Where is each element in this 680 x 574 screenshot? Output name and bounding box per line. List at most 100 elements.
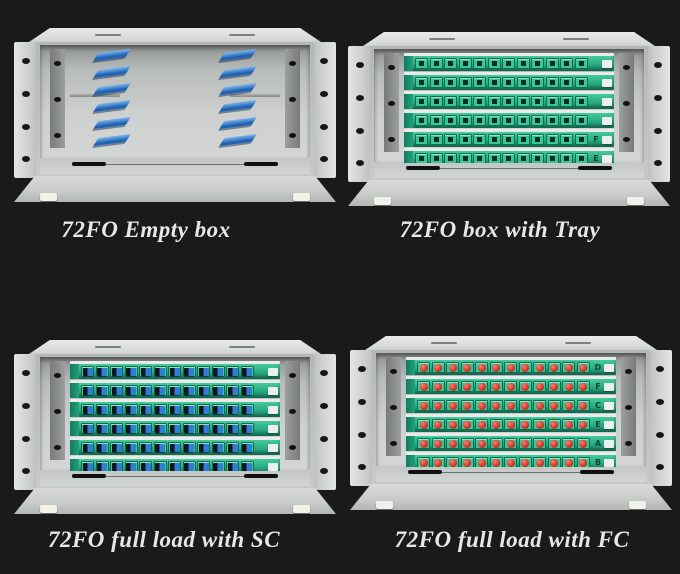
sc-connector (213, 367, 224, 376)
sc-connector (82, 443, 93, 452)
fiber-adapter (444, 77, 458, 88)
fiber-adapter (502, 115, 516, 126)
fiber-adapter (475, 400, 489, 411)
inner-rail-left (384, 53, 399, 152)
fc-connector (492, 401, 501, 410)
fiber-adapter (460, 362, 474, 373)
sc-connector (242, 367, 253, 376)
sc-connector (111, 443, 122, 452)
fc-connector (448, 439, 457, 448)
tray-end-chip (604, 420, 614, 429)
fiber-adapter (211, 461, 225, 472)
mounting-foot (374, 197, 391, 205)
fc-connector (434, 401, 443, 410)
tray-endcap (70, 459, 79, 474)
sc-connector (126, 424, 137, 433)
fiber-adapter (110, 385, 124, 396)
tray-endcap (406, 417, 415, 432)
rail-hole (289, 373, 296, 378)
fiber-adapter (182, 366, 196, 377)
adapter-port (477, 156, 483, 161)
adapter-port (491, 61, 497, 66)
sc-connector (155, 443, 166, 452)
rail-hole (289, 61, 296, 66)
mounting-hole (358, 464, 366, 470)
adapter-port (535, 118, 541, 123)
fc-connector (550, 439, 559, 448)
adapter-port (506, 118, 512, 123)
mounting-hole (22, 124, 30, 130)
fc-connector (477, 401, 486, 410)
fc-connector (419, 458, 428, 467)
fiber-adapter (431, 400, 445, 411)
fiber-tray (404, 91, 614, 109)
fiber-adapter (516, 134, 530, 145)
adapter-port (448, 118, 454, 123)
handle-slot (72, 162, 107, 166)
fiber-adapter (240, 442, 254, 453)
tray-end-chip (604, 401, 614, 410)
mounting-foot (376, 501, 393, 509)
fiber-adapter (487, 58, 501, 69)
fiber-adapter (545, 77, 559, 88)
fiber-adapter (560, 77, 574, 88)
fiber-adapter (182, 461, 196, 472)
sc-connector (184, 386, 195, 395)
fc-connector (419, 401, 428, 410)
fiber-adapter (504, 438, 518, 449)
tray-label: F (595, 381, 601, 391)
fiber-adapter (460, 438, 474, 449)
fiber-adapter (545, 58, 559, 69)
fiber-adapter (547, 438, 561, 449)
adapter-port (520, 118, 526, 123)
fiber-adapter (518, 381, 532, 392)
fiber-tray: F (404, 129, 614, 147)
fiber-adapter (139, 423, 153, 434)
sc-connector (140, 424, 151, 433)
fiber-adapter (197, 442, 211, 453)
management-clip (218, 65, 257, 79)
fiber-adapter (197, 423, 211, 434)
adapter-port (564, 118, 570, 123)
adapter-row (413, 58, 590, 69)
fiber-adapter (533, 438, 547, 449)
adapter-port (520, 61, 526, 66)
fc-connector (419, 382, 428, 391)
fiber-adapter (576, 362, 590, 373)
fiber-adapter (562, 362, 576, 373)
fc-connector (492, 363, 501, 372)
fiber-adapter (415, 58, 428, 69)
adapter-row (415, 457, 592, 468)
sc-connector (82, 367, 93, 376)
fiber-adapter (458, 77, 472, 88)
adapter-port (578, 99, 584, 104)
fiber-adapter (516, 153, 530, 164)
tray-end-chip (604, 382, 614, 391)
mounting-hole (656, 399, 664, 405)
fc-connector (564, 363, 573, 372)
mounting-hole (22, 403, 30, 409)
box-cavity (40, 357, 310, 474)
fc-connector (564, 439, 573, 448)
odf-box (14, 340, 336, 520)
mounting-foot (629, 501, 646, 509)
fc-connector (506, 439, 515, 448)
mounting-hole (656, 366, 664, 372)
fiber-tray: C (406, 395, 616, 413)
fiber-adapter (110, 366, 124, 377)
fiber-adapter (518, 457, 532, 468)
fiber-adapter (475, 438, 489, 449)
tray-endcap (404, 113, 413, 128)
adapter-port (462, 118, 468, 123)
sc-connector (184, 367, 195, 376)
fiber-adapter (211, 423, 225, 434)
adapter-port (506, 137, 512, 142)
fiber-adapter (460, 457, 474, 468)
adapter-port (564, 99, 570, 104)
mounting-foot (627, 197, 644, 205)
management-clip (218, 116, 257, 130)
fiber-adapter (533, 457, 547, 468)
sc-connector (198, 424, 209, 433)
